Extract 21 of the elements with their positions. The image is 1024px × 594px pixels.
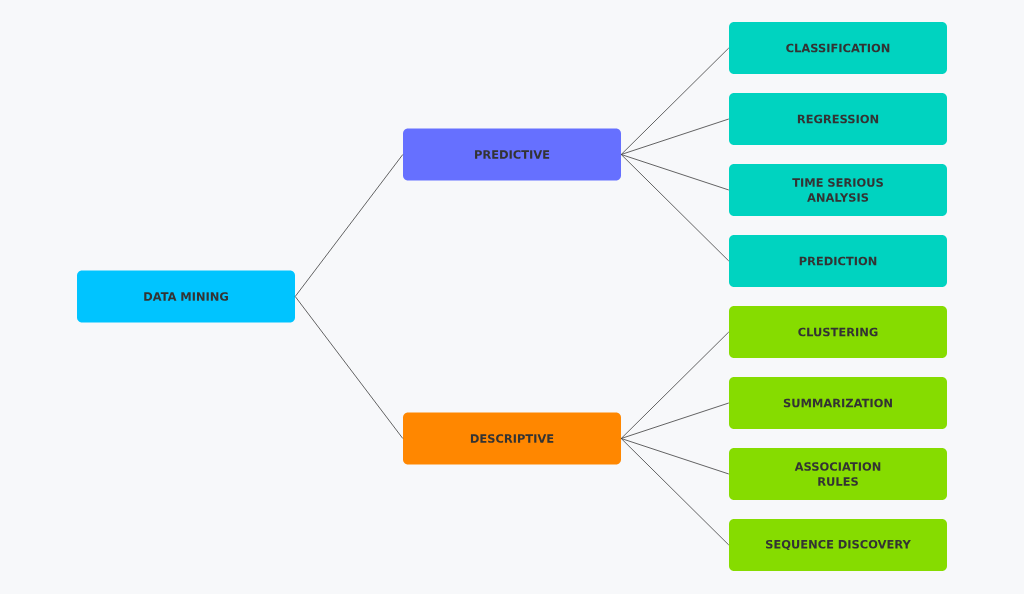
connector-line [620,154,730,262]
leaf-box: PREDICTION [729,235,947,287]
leaf-box: CLASSIFICATION [729,22,947,74]
connector-line [294,296,404,439]
connector-line [620,438,730,546]
branch-box: PREDICTIVE [403,128,621,181]
connector-line [620,438,730,475]
root-box: DATA MINING [77,270,295,323]
leaf-box: CLUSTERING [729,306,947,358]
connector-line [620,331,730,439]
connector-line [620,118,730,155]
connector-line [620,47,730,155]
leaf-box: SUMMARIZATION [729,377,947,429]
branch-box: DESCRIPTIVE [403,412,621,465]
connector-line [294,154,404,297]
leaf-box: SEQUENCE DISCOVERY [729,519,947,571]
leaf-box: TIME SERIOUS ANALYSIS [729,164,947,216]
connector-line [620,154,730,191]
leaf-box: ASSOCIATION RULES [729,448,947,500]
connector-line [620,402,730,439]
leaf-box: REGRESSION [729,93,947,145]
